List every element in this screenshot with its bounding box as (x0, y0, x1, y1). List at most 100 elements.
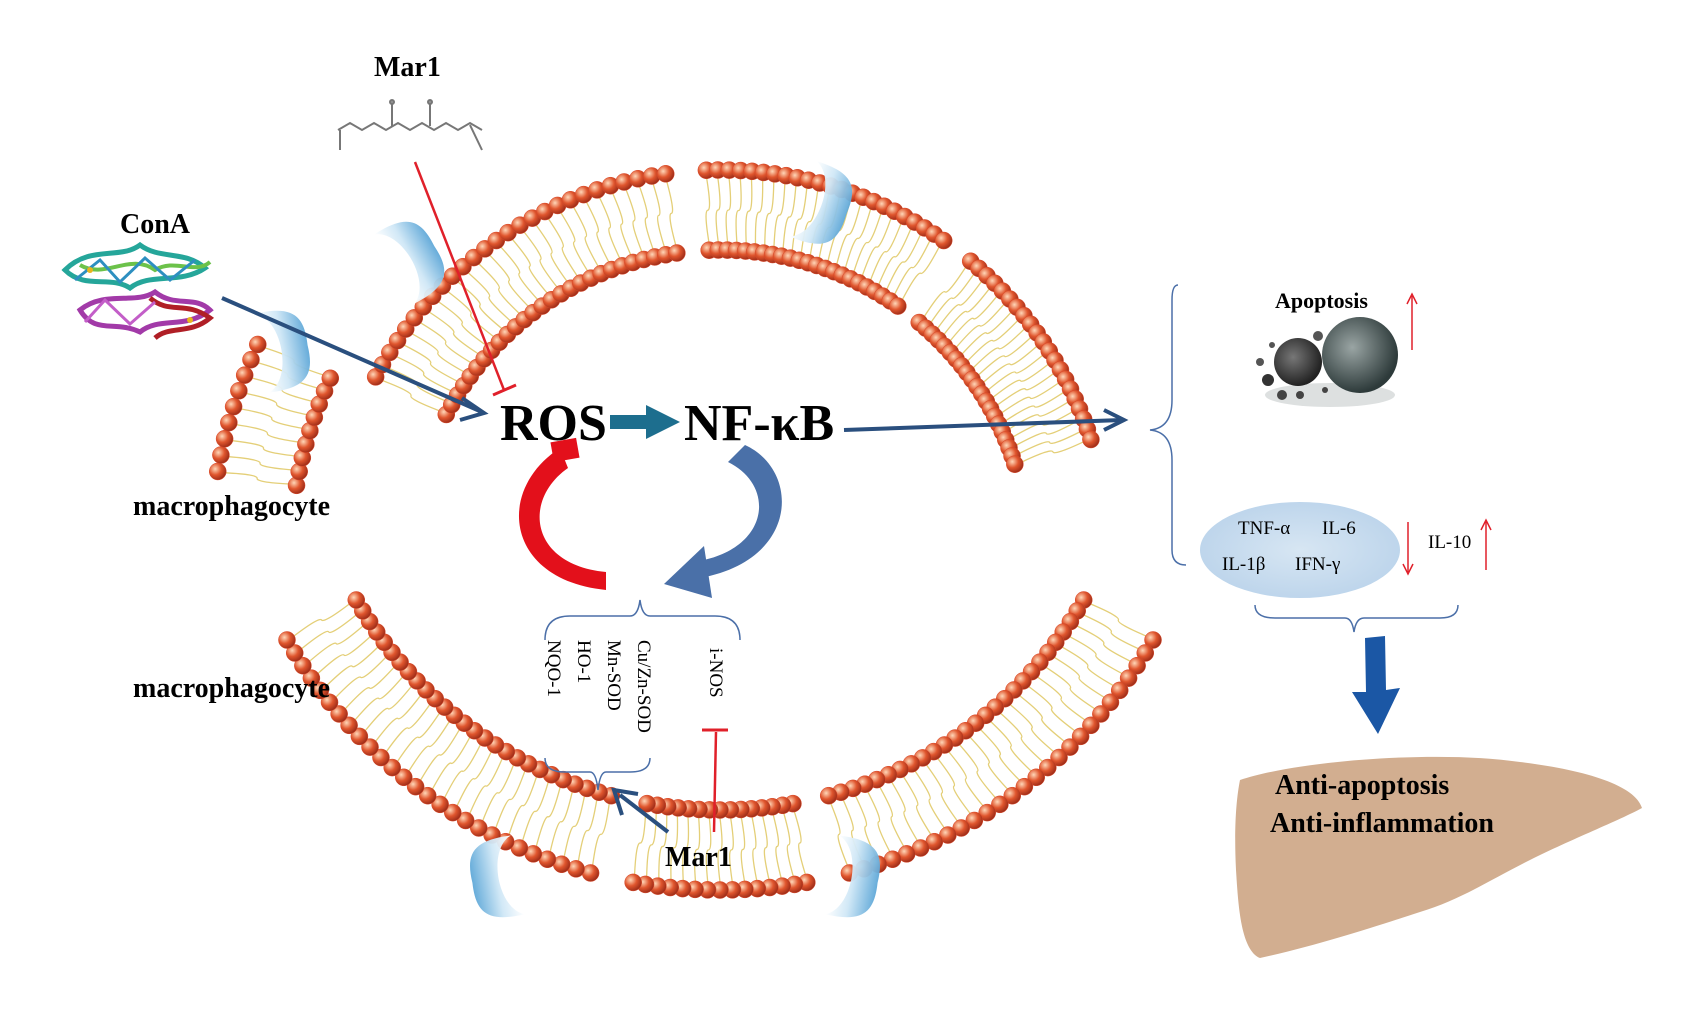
lipid-tail (535, 786, 561, 847)
lipid-head (991, 795, 1009, 814)
lipid-tail (478, 263, 520, 314)
lipid-tail (563, 795, 586, 857)
lipid-head (1071, 727, 1090, 746)
lipid-tail (1016, 421, 1077, 446)
lipid-tail (972, 328, 1025, 369)
antioxidant-nqo-1: NQO-1 (543, 640, 564, 697)
lipid-tail (1009, 401, 1069, 430)
cell-membranes (208, 161, 1162, 899)
lipid-head (372, 748, 390, 767)
il6-label: IL-6 (1322, 518, 1356, 539)
lipid-head (470, 819, 488, 837)
lipid-tail (948, 751, 984, 807)
loop-bracket (544, 599, 741, 641)
lipid-head (224, 397, 243, 416)
lipid-tail (878, 228, 912, 285)
lipid-head (1039, 758, 1057, 777)
il10-up-arrow (1480, 518, 1492, 570)
bottom-membrane-right (819, 591, 1162, 882)
lipid-tail (511, 238, 548, 294)
lipid-head (350, 727, 369, 746)
lipid-tail (241, 408, 303, 429)
ifng-label: IFN-γ (1295, 554, 1340, 575)
lipid-tail (914, 770, 945, 829)
lipid-tail (309, 625, 364, 662)
lipid-head (361, 738, 379, 756)
lipid-tail (408, 721, 450, 772)
blue-feedback-arrow (664, 445, 782, 598)
lipid-head (1128, 656, 1146, 675)
lipid-tail (793, 811, 807, 875)
lipid-tail (705, 178, 711, 243)
antioxidant-labels: Cu/Zn-SOD Mn-SOD HO-1 NQO-1 (543, 640, 654, 733)
lipid-tail (508, 776, 538, 835)
lipid-tail (715, 177, 721, 243)
lipid-tail (535, 224, 568, 282)
mar1-bottom-label: Mar1 (665, 842, 732, 873)
lipid-tail (978, 337, 1032, 376)
lipid-tail (740, 817, 746, 882)
lipid-tail (861, 218, 892, 276)
lipid-tail (949, 296, 998, 342)
lipid-tail (791, 187, 808, 251)
lipid-tail (867, 791, 891, 853)
lipid-tail (967, 320, 1019, 362)
membrane-channels (255, 161, 880, 918)
lipid-head (638, 794, 656, 813)
channel-top-left (374, 221, 445, 304)
lipid-tail (725, 178, 732, 243)
lipid-tail (420, 322, 472, 364)
lipid-head (1003, 786, 1022, 805)
lipid-tail (344, 666, 395, 710)
lipid-head (208, 462, 227, 481)
lipid-tail (705, 817, 712, 882)
lipid-head (418, 786, 437, 805)
lipid-tail (1061, 646, 1114, 687)
lipid-tail (1076, 625, 1131, 662)
lipid-tail (1019, 695, 1065, 742)
lipid-head (1015, 777, 1034, 796)
lipid-tail (886, 234, 921, 290)
nfkb-label: NF-κB (684, 395, 834, 452)
lipid-tail (482, 764, 515, 822)
lipid-head (235, 366, 254, 384)
lipid-tail (523, 231, 558, 288)
lipid-tail (988, 354, 1043, 391)
lipid-tail (335, 656, 387, 698)
apoptosis-up-arrow (1406, 292, 1418, 350)
antioxidant-ho-1: HO-1 (573, 640, 594, 683)
lipid-tail (560, 212, 589, 272)
lipid-head (1006, 455, 1024, 473)
lipid-tail (411, 333, 465, 373)
mar1-inhibits-ros (413, 161, 517, 397)
lipid-head (1027, 768, 1045, 787)
cona-label: ConA (120, 209, 191, 240)
lipid-tail (354, 676, 404, 721)
lipid-tail (1090, 603, 1147, 637)
lipid-tail (598, 197, 621, 259)
lipid-tail (585, 201, 610, 263)
lipid-head (965, 811, 984, 830)
antioxidant-bracket (544, 757, 651, 791)
lipid-tail (236, 424, 299, 443)
lipid-tail (457, 281, 503, 330)
antioxidant-mn-sod: Mn-SOD (603, 640, 624, 711)
lipid-tail (1083, 614, 1139, 650)
lipid-head (395, 768, 413, 787)
lipid-head (1101, 693, 1120, 712)
il1b-label: IL-1β (1222, 554, 1265, 575)
lipid-tail (232, 440, 295, 457)
antioxidant-cu-zn-sod: Cu/Zn-SOD (633, 640, 654, 733)
lipid-tail (955, 303, 1005, 348)
liver-icon (1235, 756, 1642, 958)
anti-apoptosis-label: Anti-apoptosis (1275, 770, 1449, 801)
lipid-head (444, 803, 462, 822)
lipid-tail (997, 373, 1054, 406)
ros-to-nfkb-arrow (610, 405, 680, 439)
lipid-tail (396, 356, 452, 392)
lipid-tail (961, 311, 1012, 355)
lipid-head (212, 446, 230, 464)
lipid-tail (1001, 382, 1059, 414)
lipid-head (819, 786, 838, 805)
lipid-tail (901, 246, 940, 300)
